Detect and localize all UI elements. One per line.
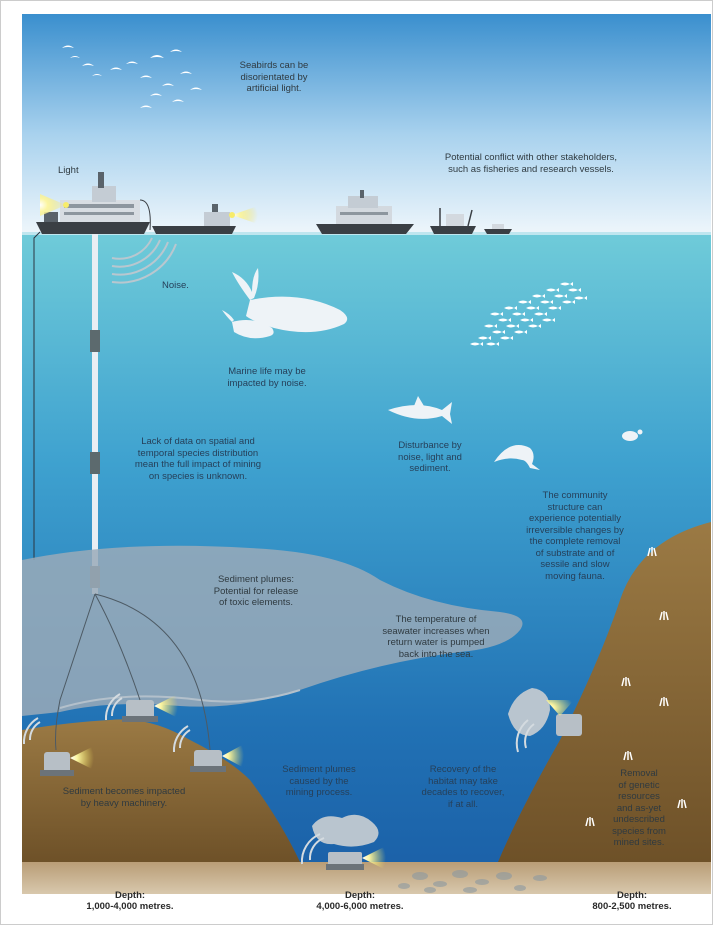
label-depth-center: Depth: 4,000-6,000 metres. [300, 890, 420, 912]
label-community: The community structure can experience p… [510, 490, 640, 582]
label-sediment-plume-caused: Sediment plumes caused by the mining pro… [272, 764, 366, 799]
label-light: Light [58, 165, 98, 177]
label-recovery: Recovery of the habitat may take decades… [408, 764, 518, 810]
label-noise: Noise. [162, 280, 212, 292]
label-disturbance: Disturbance by noise, light and sediment… [388, 440, 472, 475]
label-lack-of-data: Lack of data on spatial and temporal spe… [118, 436, 278, 482]
label-stakeholders: Potential conflict with other stakeholde… [406, 152, 656, 175]
riser-pipe [92, 234, 98, 594]
label-sediment-impacted: Sediment becomes impacted by heavy machi… [50, 786, 198, 809]
label-sediment-plumes: Sediment plumes: Potential for release o… [196, 574, 316, 609]
label-temperature: The temperature of seawater increases wh… [368, 614, 504, 660]
label-marine-life: Marine life may be impacted by noise. [212, 366, 322, 389]
label-removal: Removal of genetic resources and as-yet … [596, 768, 682, 849]
label-depth-left: Depth: 1,000-4,000 metres. [70, 890, 190, 912]
label-depth-right: Depth: 800-2,500 metres. [572, 890, 692, 912]
label-seabirds: Seabirds can be disorientated by artific… [216, 60, 332, 95]
